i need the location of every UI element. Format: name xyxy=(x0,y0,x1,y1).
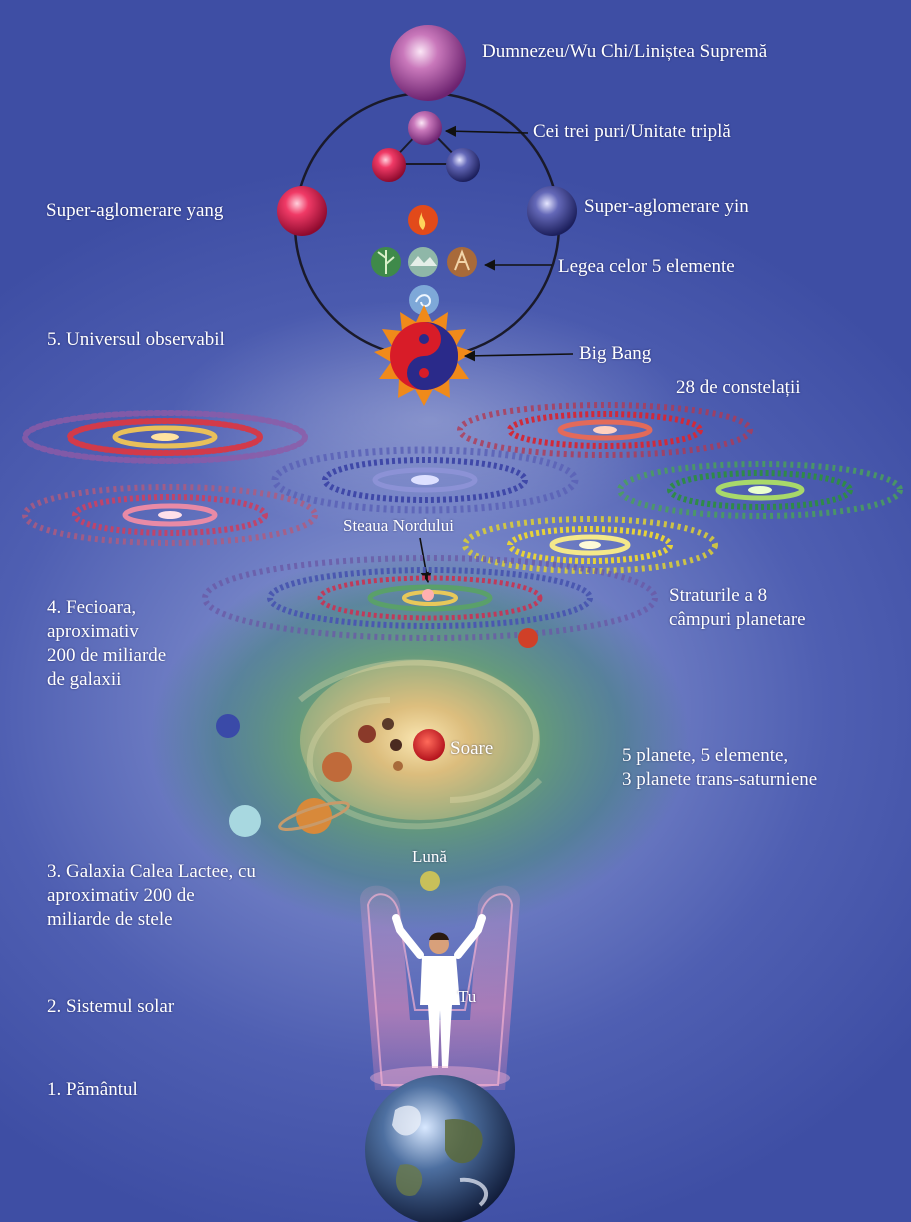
label-fecioara: 4. Fecioara, aproximativ 200 de miliarde… xyxy=(47,596,166,692)
straturile-line-1: Straturile a 8 xyxy=(669,584,806,608)
cei-trei-yin-sphere xyxy=(446,148,480,182)
sun-planet xyxy=(413,729,445,761)
calea-lactee-line-2: aproximativ 200 de xyxy=(47,884,256,908)
planet-uranus-icon xyxy=(229,805,261,837)
label-tu: Tu xyxy=(458,985,476,1009)
label-calea-lactee: 3. Galaxia Calea Lactee, cu aproximativ … xyxy=(47,860,256,932)
planete-line-2: 3 planete trans-saturniene xyxy=(622,768,817,792)
fecioara-line-1: 4. Fecioara, xyxy=(47,596,166,620)
fecioara-line-2: aproximativ xyxy=(47,620,166,644)
label-super-aglomerare-yin: Super-aglomerare yin xyxy=(584,195,749,219)
five-elements xyxy=(371,205,477,315)
label-planete: 5 planete, 5 elemente, 3 planete trans-s… xyxy=(622,744,817,792)
fecioara-line-3: 200 de miliarde xyxy=(47,644,166,668)
label-cei-trei-puri: Cei trei puri/Unitate triplă xyxy=(533,120,731,144)
label-luna: Lună xyxy=(412,845,447,869)
label-legea-elementelor: Legea celor 5 elemente xyxy=(558,255,735,279)
dumnezeu-sphere xyxy=(390,25,466,101)
planet-neptune-icon xyxy=(216,714,240,738)
label-steaua-nordului: Steaua Nordului xyxy=(343,514,454,538)
yin-supercluster-sphere xyxy=(527,186,577,236)
planet-small-3-icon xyxy=(390,739,402,751)
fecioara-line-4: de galaxii xyxy=(47,668,166,692)
straturile-line-2: câmpuri planetare xyxy=(669,608,806,632)
calea-lactee-line-3: miliarde de stele xyxy=(47,908,256,932)
label-pamantul: 1. Pământul xyxy=(47,1078,138,1102)
label-soare: Soare xyxy=(450,737,493,761)
planet-jupiter-icon xyxy=(322,752,352,782)
label-big-bang: Big Bang xyxy=(579,342,651,366)
label-dumnezeu: Dumnezeu/Wu Chi/Liniștea Supremă xyxy=(482,40,767,64)
yang-supercluster-sphere xyxy=(277,186,327,236)
cei-trei-yang-sphere xyxy=(372,148,406,182)
label-super-aglomerare-yang: Super-aglomerare yang xyxy=(46,199,223,223)
planet-small-2-icon xyxy=(382,718,394,730)
cei-trei-top-sphere xyxy=(408,111,442,145)
label-universul-observabil: 5. Universul observabil xyxy=(47,328,225,352)
label-28-constelatii: 28 de constelații xyxy=(676,376,801,400)
galaxy-top-left xyxy=(25,413,305,461)
planet-small-1-icon xyxy=(358,725,376,743)
moon-icon xyxy=(420,871,440,891)
label-sistemul-solar: 2. Sistemul solar xyxy=(47,995,174,1019)
planete-line-1: 5 planete, 5 elemente, xyxy=(622,744,817,768)
calea-lactee-line-1: 3. Galaxia Calea Lactee, cu xyxy=(47,860,256,884)
planet-small-4-icon xyxy=(393,761,403,771)
planet-mars-icon xyxy=(518,628,538,648)
label-straturile: Straturile a 8 câmpuri planetare xyxy=(669,584,806,632)
